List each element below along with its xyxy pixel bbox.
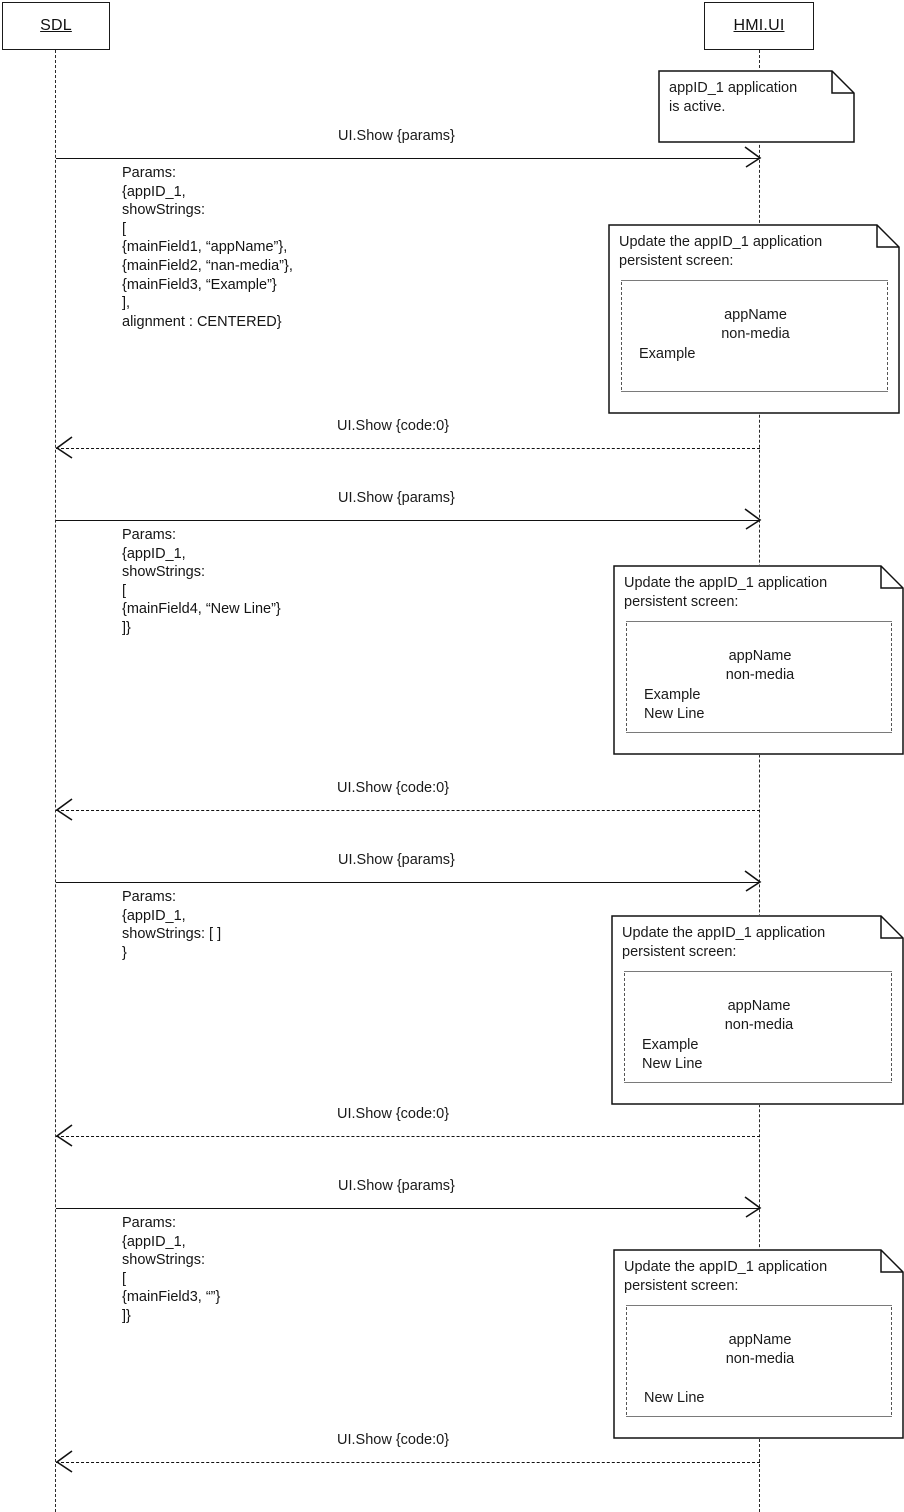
- screen-line-0: [642, 977, 876, 997]
- screen-bottom-border: [621, 391, 888, 392]
- screen-line-1: appName: [728, 1331, 792, 1348]
- screen-line-0: [644, 627, 876, 647]
- screen-right-border: [891, 973, 892, 1081]
- message-line-m1: [56, 158, 760, 159]
- screen-bottom-border: [626, 1416, 892, 1417]
- screen-line-1: appName: [728, 647, 792, 664]
- screen-line-4: New Line: [644, 706, 705, 722]
- message-label-m3: UI.Show {params}: [338, 490, 455, 506]
- screen-line-2: non-media: [721, 326, 790, 342]
- params-3: Params: {appID_1, showStrings: [ ] }: [122, 889, 222, 961]
- note-title: Update the appID_1 application persisten…: [624, 1259, 828, 1294]
- screen-left-border: [626, 623, 627, 731]
- screen-right-border: [891, 623, 892, 731]
- screen-line-3: Example: [639, 345, 696, 362]
- note-content: Update the appID_1 application persisten…: [613, 1249, 904, 1425]
- params-1: Params: {appID_1, showStrings: [ {mainFi…: [122, 165, 293, 330]
- message-label-m2: UI.Show {code:0}: [337, 418, 450, 434]
- screen-line-2: non-media: [724, 1017, 794, 1033]
- screen-line-3: Example: [642, 1036, 699, 1053]
- screen-lines: appName non-media New Line: [624, 1305, 894, 1415]
- message-label-m6: UI.Show {code:0}: [337, 1106, 450, 1122]
- screen-right-border: [891, 1307, 892, 1415]
- screen-line-2: non-media: [725, 667, 795, 683]
- note-screen-2: Update the appID_1 application persisten…: [613, 565, 904, 755]
- note-app-active: appID_1 application is active.: [658, 70, 855, 143]
- note-shape: [613, 565, 904, 755]
- screen-left-border: [626, 1307, 627, 1415]
- message-line-m5: [56, 882, 760, 883]
- screen-line-0: [639, 286, 872, 306]
- screen-line-2: non-media: [725, 1351, 795, 1367]
- message-line-m8: [56, 1462, 760, 1463]
- screen-line-3: [644, 1370, 876, 1390]
- note-screen-1: Update the appID_1 application persisten…: [608, 224, 900, 414]
- screen-line-1: appName: [724, 306, 787, 323]
- participant-name-hmiui: HMI.UI: [733, 17, 785, 34]
- note-screen-3: Update the appID_1 application persisten…: [611, 915, 904, 1105]
- screen-top-border: [621, 280, 888, 281]
- participant-name-sdl: SDL: [40, 17, 72, 34]
- note-title: appID_1 application is active.: [669, 80, 798, 115]
- screen-right-border: [887, 282, 888, 390]
- note-content: Update the appID_1 application persisten…: [613, 565, 904, 741]
- participant-sdl[interactable]: SDL: [2, 2, 110, 50]
- note-screen-4: Update the appID_1 application persisten…: [613, 1249, 904, 1439]
- message-label-m8: UI.Show {code:0}: [337, 1432, 450, 1448]
- note-title: Update the appID_1 application persisten…: [619, 234, 823, 269]
- message-line-m2: [56, 448, 760, 449]
- screen-bottom-border: [626, 732, 892, 733]
- screen-left-border: [624, 973, 625, 1081]
- message-label-m1: UI.Show {params}: [338, 128, 455, 144]
- message-label-m5: UI.Show {params}: [338, 852, 455, 868]
- lifeline-sdl: [55, 50, 57, 1512]
- message-line-m7: [56, 1208, 760, 1209]
- params-2: Params: {appID_1, showStrings: [ {mainFi…: [122, 527, 281, 636]
- screen-line-4: New Line: [644, 1390, 705, 1406]
- screen-top-border: [626, 1305, 892, 1306]
- note-shape: [608, 224, 900, 414]
- screen-line-4: [639, 364, 872, 384]
- screen-line-0: [644, 1311, 876, 1331]
- message-line-m4: [56, 810, 760, 811]
- screen-top-border: [624, 971, 892, 972]
- screen-mockup: appName non-media New Line: [624, 1305, 894, 1417]
- note-content: Update the appID_1 application persisten…: [611, 915, 904, 1091]
- screen-bottom-border: [624, 1082, 892, 1083]
- screen-line-3: Example: [644, 686, 701, 703]
- message-label-m4: UI.Show {code:0}: [337, 780, 450, 796]
- note-shape: [658, 70, 855, 143]
- lifeline-hmiui: [759, 50, 761, 1512]
- note-content: appID_1 application is active.: [658, 70, 855, 125]
- note-content: Update the appID_1 application persisten…: [608, 224, 900, 400]
- note-title: Update the appID_1 application persisten…: [624, 575, 828, 610]
- note-title: Update the appID_1 application persisten…: [622, 925, 826, 960]
- screen-top-border: [626, 621, 892, 622]
- screen-line-1: appName: [727, 997, 791, 1014]
- params-4: Params: {appID_1, showStrings: [ {mainFi…: [122, 1215, 221, 1324]
- message-label-m7: UI.Show {params}: [338, 1178, 455, 1194]
- note-shape: [611, 915, 904, 1105]
- participant-hmiui[interactable]: HMI.UI: [704, 2, 814, 50]
- message-line-m3: [56, 520, 760, 521]
- message-line-m6: [56, 1136, 760, 1137]
- note-shape: [613, 1249, 904, 1439]
- screen-left-border: [621, 282, 622, 390]
- screen-line-4: New Line: [642, 1056, 703, 1072]
